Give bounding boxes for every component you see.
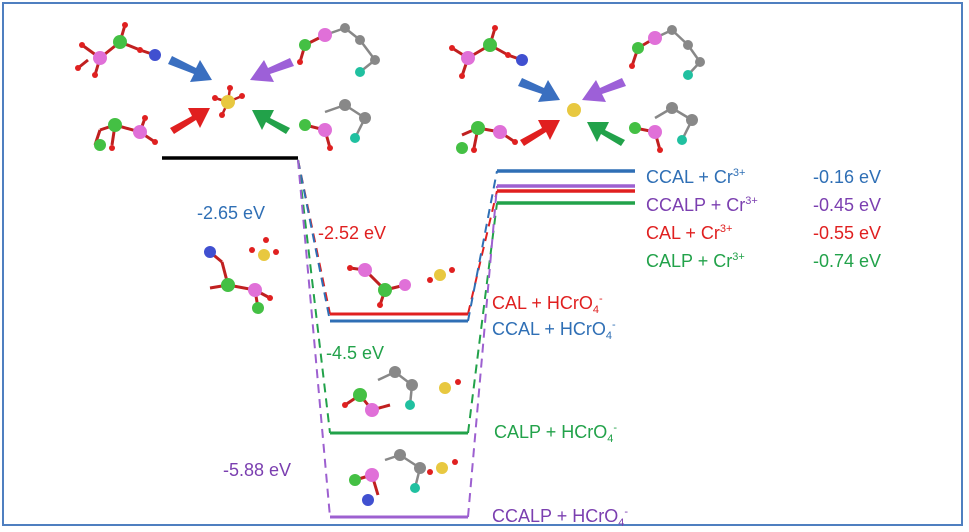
energy-label-ccal: -2.65 eV: [197, 203, 266, 223]
complex-label-ccal: CCAL + HCrO4-: [492, 319, 616, 342]
energy-label-ccalp: -5.88 eV: [223, 460, 292, 480]
arrow-green-left: [252, 110, 290, 134]
complex-cal-hcro4: [347, 263, 455, 308]
complex-ccalp-hcro4: [349, 449, 458, 506]
right-connectors: [467, 170, 498, 518]
complex-calp-hcro4: [342, 366, 461, 417]
hcro4-center-left: [212, 85, 245, 118]
molecule-top-left-calp: [299, 99, 371, 151]
energy-label-cal: -2.52 eV: [318, 223, 387, 243]
arrow-blue-right: [518, 78, 560, 102]
molecule-top-right-calp: [629, 102, 698, 153]
complex-ccal-hcro4: [204, 237, 279, 314]
arrow-purple-right: [582, 78, 626, 102]
cr3-energy-ccal: -0.16 eV: [813, 167, 882, 187]
arrow-blue-left: [168, 56, 212, 82]
molecule-top-left-ccal: [75, 22, 161, 78]
cr3-label-calp: CALP + Cr3+: [646, 251, 745, 271]
energy-label-calp: -4.5 eV: [326, 343, 385, 363]
molecule-top-left-cal: [93, 115, 158, 151]
molecule-top-right-ccalp: [629, 25, 705, 80]
arrow-red-right: [520, 120, 560, 146]
arrow-red-left: [170, 108, 210, 134]
cr3-label-ccalp: CCALP + Cr3+: [646, 195, 758, 215]
complex-label-cal: CAL + HCrO4-: [492, 293, 603, 316]
cr3-energy-ccalp: -0.45 eV: [813, 195, 882, 215]
left-connectors: [297, 159, 331, 518]
molecule-top-left-ccalp: [297, 23, 380, 77]
cr3-energy-cal: -0.55 eV: [813, 223, 882, 243]
arrow-purple-left: [250, 58, 294, 82]
molecule-top-right-ccal: [449, 25, 528, 79]
figure-frame: [2, 2, 963, 526]
molecule-top-right-cal: [456, 121, 518, 154]
complex-label-calp: CALP + HCrO4-: [494, 422, 617, 445]
arrow-green-right: [587, 122, 625, 146]
cr3-label-ccal: CCAL + Cr3+: [646, 167, 746, 187]
cr3-label-cal: CAL + Cr3+: [646, 223, 733, 243]
cr3-energy-calp: -0.74 eV: [813, 251, 882, 271]
complex-label-ccalp: CCALP + HCrO4-: [492, 506, 628, 529]
cr3-ion: [567, 103, 581, 117]
